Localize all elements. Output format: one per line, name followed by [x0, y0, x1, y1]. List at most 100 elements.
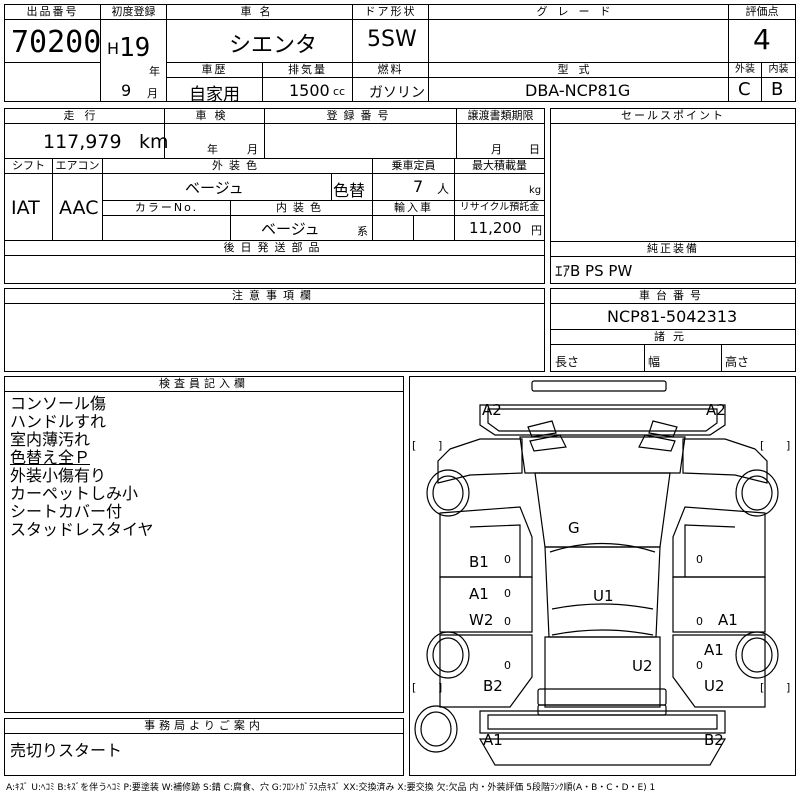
svg-text:]: ]: [438, 681, 442, 694]
int-color-cell: 内装色 ベージュ 系: [231, 201, 373, 241]
mark-w2: W2: [469, 611, 493, 629]
mileage-cell: 走行 117,979 km: [5, 109, 169, 159]
history-label: 車歴: [167, 63, 262, 78]
door-type: 5SW: [367, 27, 417, 52]
car-name-label: 車名: [167, 5, 352, 20]
chassis-block: 車台番号 NCP81-5042313 諸元 長さ 幅 高さ: [550, 288, 796, 372]
notes-block: 注意事項欄: [4, 288, 545, 372]
svg-text:[: [: [412, 681, 416, 694]
int-color-label: 内装色: [231, 201, 372, 216]
int-color: ベージュ: [261, 220, 320, 238]
inspection-label: 車検: [165, 109, 264, 124]
capacity-label: 乗車定員: [373, 159, 454, 174]
model-label: 型式: [429, 63, 728, 78]
mark-a1-right2: A1: [704, 641, 724, 659]
mark-u2-center: U2: [632, 657, 653, 675]
inspector-note: 色替え全Ｐ: [10, 448, 91, 467]
ext-color-label: 外装色: [103, 159, 372, 174]
mileage-label: 走行: [5, 109, 164, 124]
sales-point-block: セールスポイント: [550, 108, 796, 242]
mark-b2-left: B2: [483, 677, 503, 695]
reg-no-label: 登録番号: [265, 109, 456, 124]
displacement-unit: cc: [333, 85, 346, 98]
inspector-notes-list: コンソール傷 ハンドルすれ 室内薄汚れ 色替え全Ｐ 外装小傷有り カーペットしみ…: [5, 392, 403, 539]
year-unit: 年: [149, 65, 160, 78]
door-label: ドア形状: [353, 5, 428, 20]
genuine-equipment: ｴｱB PS PW: [555, 262, 633, 280]
import-cell: 輸入車: [373, 201, 455, 241]
displacement-cell: 排気量 1500 cc: [263, 63, 353, 101]
svg-text:0: 0: [504, 587, 511, 600]
mark-b2-bottom: B2: [704, 731, 724, 749]
ac-label: エアコン: [53, 159, 102, 174]
mark-a2-left: A2: [482, 401, 502, 419]
dims-label: 諸元: [654, 330, 692, 343]
later-parts-cell: 後日発送部品: [5, 241, 544, 283]
width-label: 幅: [648, 355, 661, 369]
exterior-grade: C: [738, 79, 751, 100]
color-no-label: カラーNo.: [103, 201, 230, 216]
transfer-day: 日: [529, 143, 540, 156]
svg-text:0: 0: [504, 659, 511, 672]
lot-no: 70200: [11, 25, 102, 60]
fuel-label: 燃料: [353, 63, 428, 78]
mileage-unit: km: [139, 131, 169, 153]
first-reg-label: 初度登録: [101, 5, 166, 20]
interior-grade: B: [771, 79, 784, 100]
inspector-note: カーペットしみ小: [10, 484, 139, 503]
insp-year-unit: 年: [207, 143, 218, 156]
svg-text:0: 0: [504, 615, 511, 628]
svg-text:0: 0: [696, 553, 703, 566]
svg-text:[: [: [760, 681, 764, 694]
shift-label: シフト: [5, 159, 52, 174]
insp-month-unit: 月: [247, 143, 258, 156]
height-label: 高さ: [725, 355, 750, 369]
exterior-grade-cell: 外装 C: [729, 63, 762, 101]
displacement-label: 排気量: [263, 63, 352, 78]
load-cell: 最大積載量 kg: [455, 159, 544, 201]
mark-g: G: [568, 519, 580, 537]
interior-label: 内装: [762, 63, 795, 78]
chassis-label: 車台番号: [551, 289, 795, 304]
score: 4: [753, 23, 771, 56]
svg-text:0: 0: [504, 553, 511, 566]
exterior-label: 外装: [729, 63, 761, 78]
shift: IAT: [11, 197, 40, 219]
recycle-cell: リサイクル預託金 11,200 円: [455, 201, 544, 241]
later-parts-label: 後日発送部品: [5, 241, 544, 256]
displacement: 1500: [289, 81, 330, 100]
mark-a2-right: A2: [706, 401, 726, 419]
load-unit: kg: [529, 185, 542, 196]
length-label: 長さ: [555, 355, 580, 369]
ac-cell: エアコン AAC: [53, 159, 103, 241]
sales-point-label: セールスポイント: [551, 109, 795, 124]
grade-label: グレード: [429, 5, 728, 20]
first-reg-cell: 初度登録 H 19 年 9 月: [101, 5, 167, 101]
office-note: 売切りスタート: [10, 741, 123, 760]
notes-label: 注意事項欄: [5, 289, 544, 304]
reg-year: 19: [119, 33, 151, 63]
lot-no-cell: 出品番号 70200: [5, 5, 101, 101]
dims-header: 諸元: [551, 329, 795, 345]
mark-a1-right1: A1: [718, 611, 738, 629]
ac: AAC: [59, 197, 99, 219]
shift-cell: シフト IAT: [5, 159, 53, 241]
int-color-suffix: 系: [357, 225, 368, 238]
inspector-note: ハンドルすれ: [10, 412, 107, 431]
genuine-label: 純正装備: [551, 242, 795, 257]
fuel: ガソリン: [369, 85, 425, 101]
recycle-label: リサイクル預託金: [455, 201, 544, 216]
genuine-block: 純正装備 ｴｱB PS PW: [550, 241, 796, 284]
svg-text:0: 0: [696, 659, 703, 672]
transfer-cell: 譲渡書類期限 月 日: [457, 109, 544, 159]
history-cell: 車歴 自家用: [167, 63, 263, 105]
inspector-note: コンソール傷: [10, 394, 107, 413]
transfer-month: 月: [491, 143, 502, 156]
svg-text:]: ]: [438, 439, 442, 452]
car-name: シエンタ: [229, 33, 318, 58]
recycle: 11,200: [469, 219, 522, 237]
era: H: [107, 39, 120, 58]
capacity-cell: 乗車定員 7 人: [373, 159, 455, 201]
header-block: 出品番号 70200 初度登録 H 19 年 9 月 車名 シエンタ ドア形状 …: [4, 4, 796, 105]
fuel-cell: 燃料 ガソリン: [353, 63, 429, 101]
